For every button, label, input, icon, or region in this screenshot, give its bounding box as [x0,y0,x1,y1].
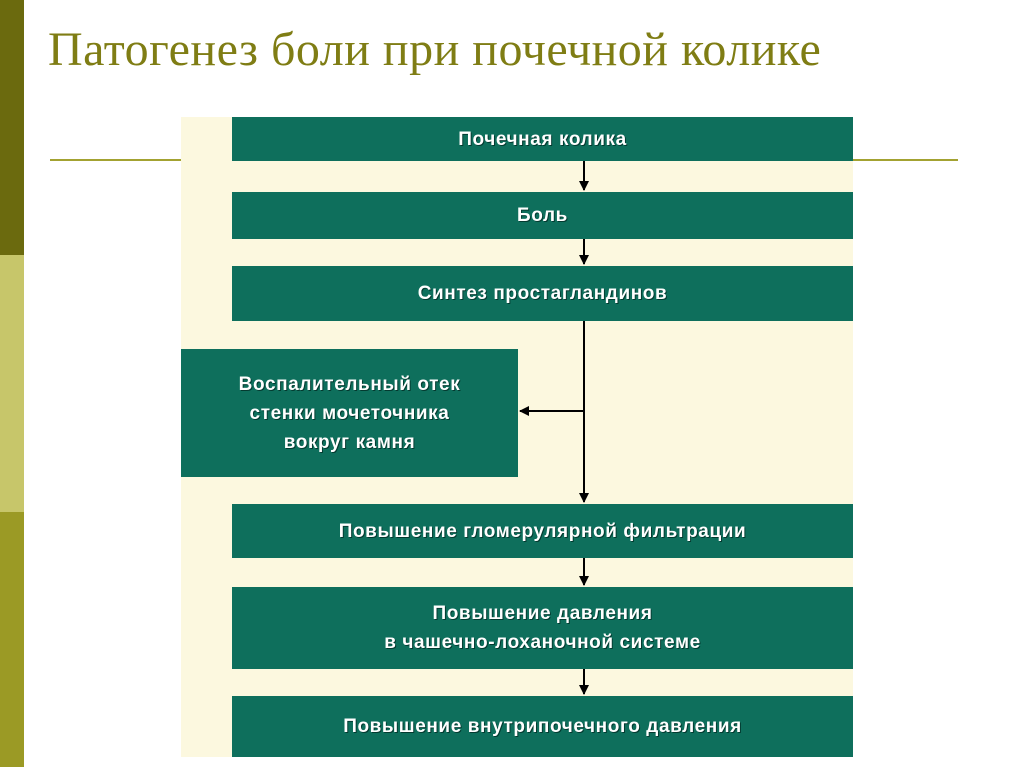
flowchart-connectors [519,161,589,695]
box-label: Синтез простагландинов [417,283,668,304]
box-intrarenal-pressure: Повышение внутрипочечного давления [232,696,853,757]
flowchart-panel: Почечная колика Боль Синтез простагланди… [181,117,853,757]
title-underline-left [50,159,182,161]
box-label: Боль [517,205,568,226]
title-underline-right [852,159,958,161]
box-label: Воспалительный отек стенки мочеточника в… [238,373,461,453]
box-prostaglandin-synthesis: Синтез простагландинов [232,266,853,321]
slide-title: Патогенез боли при почечной колике [48,23,822,76]
accent-stripe-middle [0,255,24,512]
box-label: Почечная колика [458,128,627,150]
box-ureter-edema: Воспалительный отек стенки мочеточника в… [181,349,518,477]
box-label: Повышение давления в чашечно-лоханочной … [384,603,701,653]
box-label: Повышение гломерулярной фильтрации [338,520,747,542]
box-glomerular-filtration: Повышение гломерулярной фильтрации [232,504,853,558]
box-renal-colic: Почечная колика [232,117,853,161]
box-label: Повышение внутрипочечного давления [343,716,742,737]
accent-stripe-bottom [0,512,24,767]
box-pelvicalyceal-pressure: Повышение давления в чашечно-лоханочной … [232,587,853,669]
box-pain: Боль [232,192,853,239]
accent-stripe-top [0,0,24,255]
